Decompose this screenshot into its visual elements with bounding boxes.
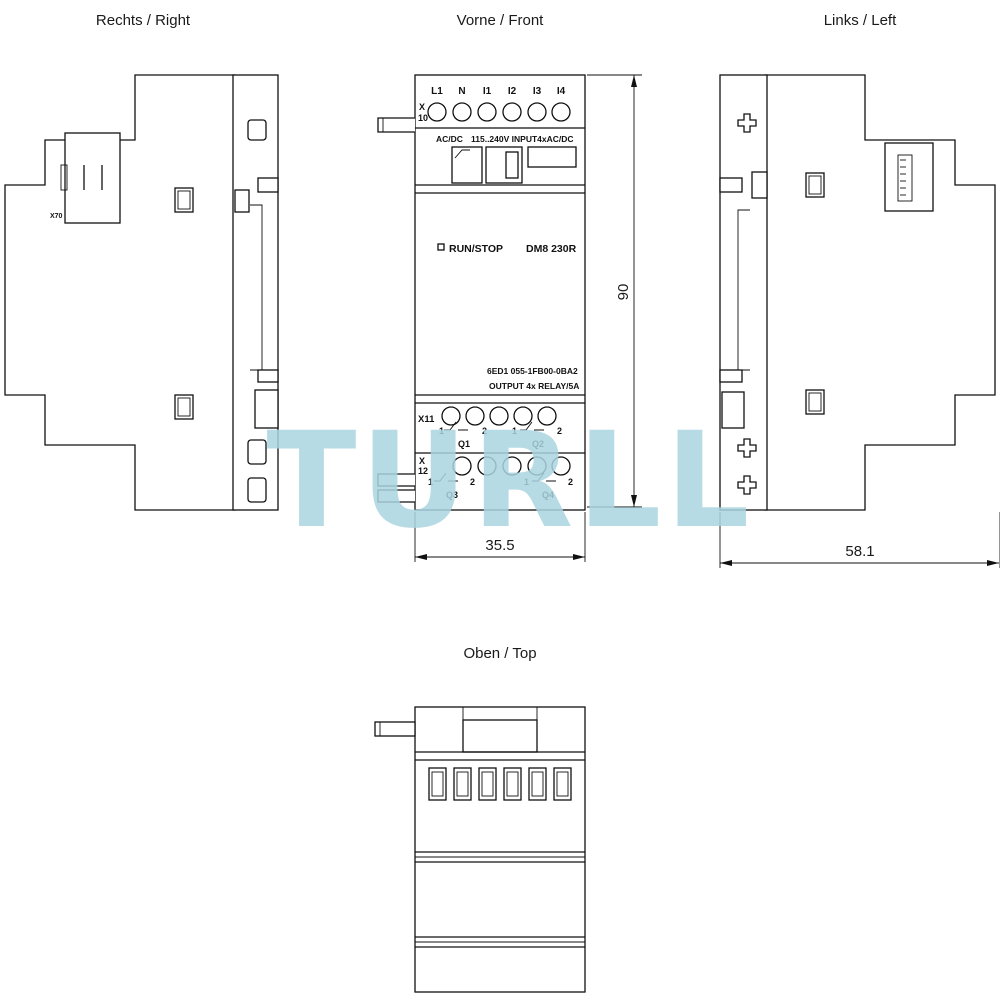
top-view <box>374 706 586 993</box>
view-title-top: Oben / Top <box>463 645 536 662</box>
q4-pin1: 1 <box>524 477 529 487</box>
order-number: 6ED1 055-1FB00-0BA2 <box>487 366 578 376</box>
q2-pin2: 2 <box>557 426 562 436</box>
dimension-height: 90 <box>587 74 642 508</box>
q3-pin2: 2 <box>470 477 475 487</box>
dimension-depth-value: 58.1 <box>845 543 874 560</box>
relay-q2-label: Q2 <box>532 439 544 449</box>
q1-pin2: 2 <box>482 426 487 436</box>
terminal-label-i2: I2 <box>508 86 517 97</box>
q2-pin1: 1 <box>512 426 517 436</box>
output-label: OUTPUT 4x RELAY/5A <box>489 381 579 391</box>
input-label: 115..240V INPUT4xAC/DC <box>471 134 574 144</box>
dimension-front-width-value: 35.5 <box>485 537 514 554</box>
terminal-label-n: N <box>458 86 465 97</box>
dimension-height-value: 90 <box>615 284 632 301</box>
model-label: DM8 230R <box>526 243 577 255</box>
run-stop-label: RUN/STOP <box>449 243 503 255</box>
terminal-label-i4: I4 <box>557 86 566 97</box>
relay-q3-label: Q3 <box>446 490 458 500</box>
relay-q1-label: Q1 <box>458 439 470 449</box>
left-side-view <box>719 74 996 511</box>
dimension-front-width: 35.5 <box>414 512 586 562</box>
relay-q4-label: Q4 <box>542 490 554 500</box>
top-terminal-screws <box>427 102 571 122</box>
terminal-label-i3: I3 <box>533 86 542 97</box>
terminal-label-l1: L1 <box>431 86 443 97</box>
q3-pin1: 1 <box>428 477 433 487</box>
top-terminal-slots <box>428 767 572 801</box>
watermark: TURLL <box>266 404 753 558</box>
q4-pin2: 2 <box>568 477 573 487</box>
q1-pin1: 1 <box>439 426 444 436</box>
x12-terminal-screws <box>452 456 571 476</box>
connector-x70-label: X70 <box>50 213 63 220</box>
view-title-front: Vorne / Front <box>457 12 545 29</box>
view-title-left: Links / Left <box>824 12 897 29</box>
run-stop-led <box>437 243 445 251</box>
supply-label: AC/DC <box>436 134 463 144</box>
right-side-view: X70 <box>4 74 279 511</box>
connector-x70 <box>64 132 121 224</box>
x11-terminal-screws <box>441 406 557 426</box>
dimension-depth: 58.1 <box>719 512 1000 568</box>
top-terminal-labels: L1 N I1 I2 I3 I4 <box>431 86 565 97</box>
terminal-label-i1: I1 <box>483 86 492 97</box>
view-title-right: Rechts / Right <box>96 12 191 29</box>
connector-x11-label: X11 <box>418 414 435 425</box>
